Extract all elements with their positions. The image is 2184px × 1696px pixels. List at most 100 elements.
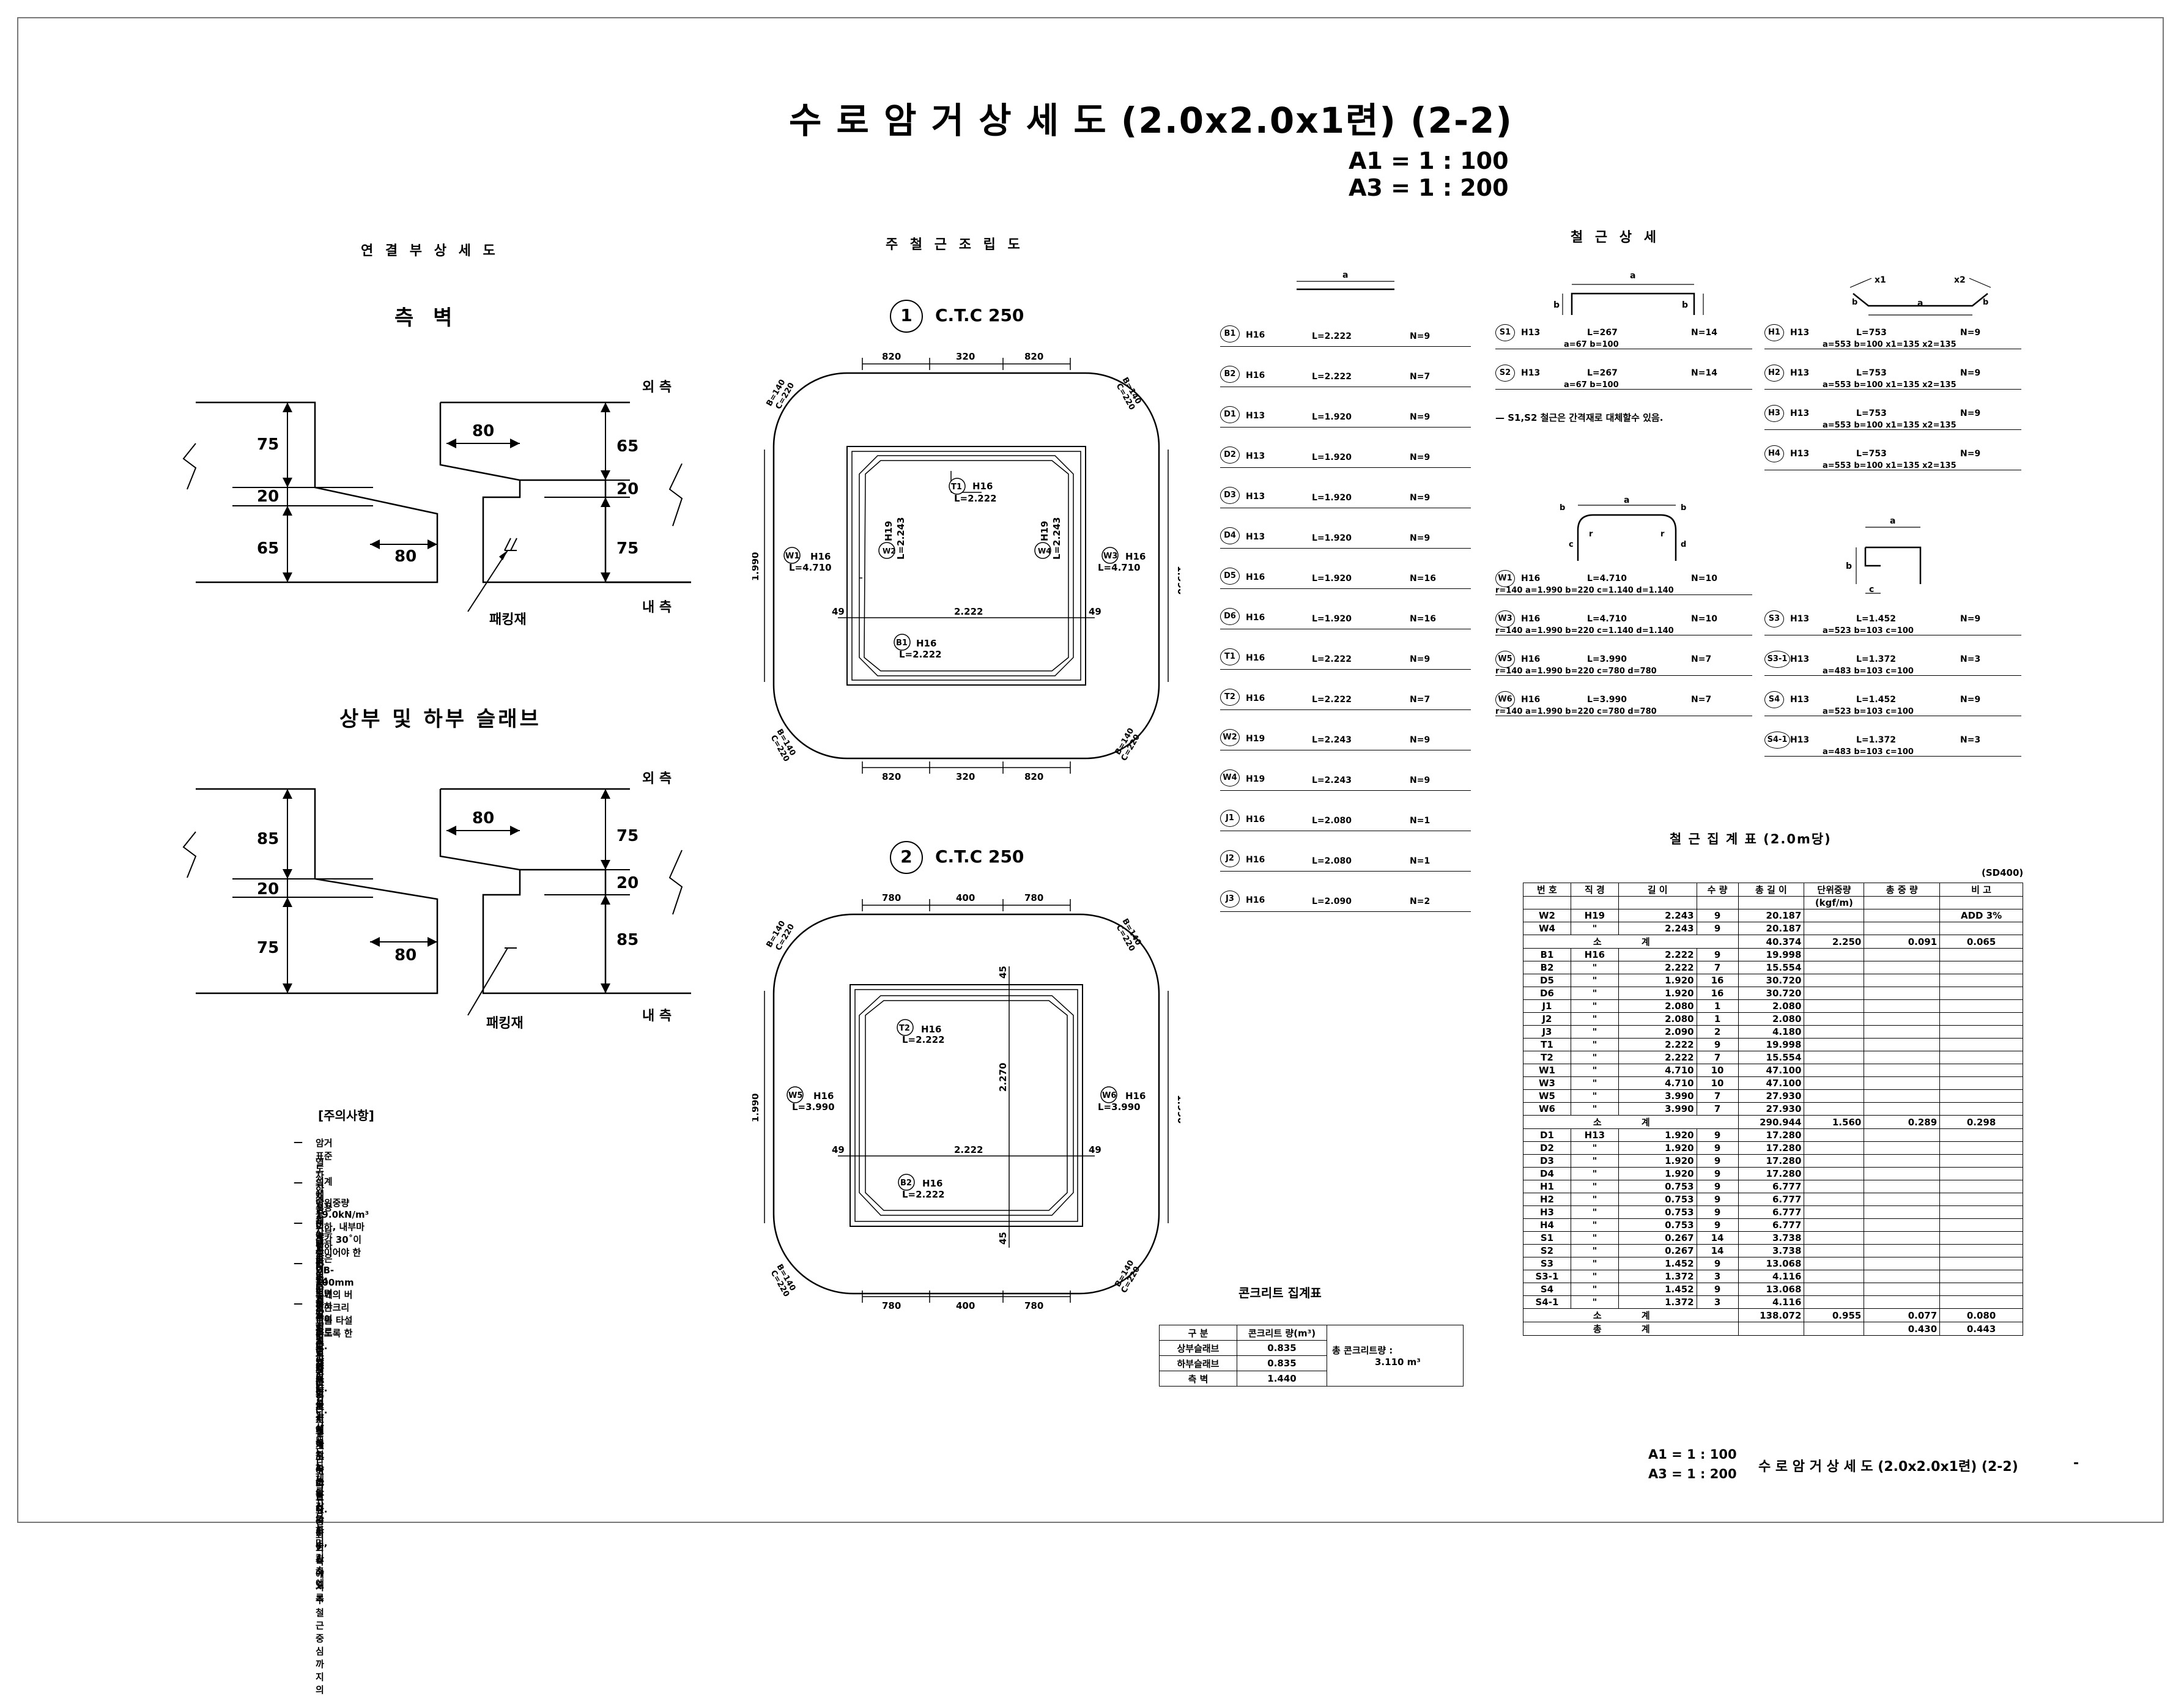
shape-s3-b: b bbox=[1846, 561, 1852, 571]
table-cell: 14 bbox=[1696, 1244, 1739, 1257]
table-cell: 30.720 bbox=[1738, 974, 1805, 987]
s3-dia: H13 bbox=[1790, 735, 1810, 745]
table-cell: 4.116 bbox=[1738, 1270, 1805, 1283]
rebar-count: N=2 bbox=[1410, 897, 1431, 906]
table-cell: 0.065 bbox=[1939, 935, 2023, 949]
table-cell: S4-1 bbox=[1523, 1295, 1571, 1309]
table-cell bbox=[1939, 1051, 2023, 1064]
h-len: L=753 bbox=[1856, 449, 1887, 459]
h-dia: H13 bbox=[1790, 409, 1810, 418]
table-cell bbox=[1864, 961, 1941, 974]
table-cell bbox=[1864, 1244, 1941, 1257]
h-sub: a=553 b=100 x1=135 x2=135 bbox=[1823, 461, 1956, 470]
table-cell: D6 bbox=[1523, 987, 1571, 1000]
rebar-mark: J1 bbox=[1220, 810, 1240, 827]
table-cell: " bbox=[1570, 1025, 1619, 1039]
table-cell: 0.753 bbox=[1618, 1218, 1697, 1232]
a1-mark-lw-dia: H16 bbox=[810, 551, 831, 562]
table-cell bbox=[1804, 1154, 1865, 1168]
rebar-count: N=7 bbox=[1410, 695, 1431, 705]
table-cell: 2.222 bbox=[1618, 1051, 1697, 1064]
table-cell: 4.180 bbox=[1738, 1025, 1805, 1039]
table-cell bbox=[1864, 1102, 1941, 1116]
note-line-5: 연약지반이나 지반조건이 상이한 구간에 설치하는 암거와 특수기초에 bbox=[316, 1218, 324, 1589]
a2-mark-lw-dia: H16 bbox=[813, 1091, 834, 1102]
table-cell: 27.930 bbox=[1738, 1102, 1805, 1116]
rebar-dia: H13 bbox=[1246, 492, 1265, 502]
assembly-1-number: 1 bbox=[890, 300, 923, 333]
drawing-title: 수 로 암 거 상 세 도 (2.0x2.0x1련) (2-2) bbox=[789, 100, 1513, 141]
a2-mark-rw-dia: H16 bbox=[1125, 1091, 1146, 1102]
shape-s-bar: a b b bbox=[1553, 271, 1704, 315]
s3-sub: a=523 b=103 c=100 bbox=[1823, 626, 1914, 635]
slab-dim-80-bottom: 80 bbox=[394, 946, 416, 965]
table-cell bbox=[1804, 961, 1865, 974]
table-cell: 9 bbox=[1696, 1128, 1739, 1142]
rebar-count: N=9 bbox=[1410, 412, 1431, 422]
table-cell: 0.753 bbox=[1618, 1205, 1697, 1219]
table-cell bbox=[1804, 1128, 1865, 1142]
table-cell bbox=[1939, 1295, 2023, 1309]
assembly-1-ctc: C.T.C 250 bbox=[935, 305, 1024, 325]
h-count: N=9 bbox=[1960, 368, 1981, 378]
table-cell: 2 bbox=[1696, 1025, 1739, 1039]
table-cell bbox=[1864, 999, 1941, 1013]
table-cell: 19.998 bbox=[1738, 948, 1805, 961]
a1-right-height: 1.990 bbox=[1175, 566, 1180, 594]
a1-mark-top-len: L=2.222 bbox=[954, 493, 997, 504]
unit-cell: (kgf/m) bbox=[1804, 896, 1865, 909]
table-cell: 0.753 bbox=[1618, 1180, 1697, 1193]
s3-mark: S3-1 bbox=[1764, 651, 1790, 668]
table-cell: 9 bbox=[1696, 1193, 1739, 1206]
w-count: N=7 bbox=[1691, 695, 1712, 705]
rebar-dia: H16 bbox=[1246, 815, 1265, 824]
main-assembly-heading: 주 철 근 조 립 도 bbox=[886, 237, 1024, 253]
header-cell: 비 고 bbox=[1939, 883, 2023, 897]
s3-count: N=9 bbox=[1960, 695, 1981, 705]
concrete-row-value: 0.835 bbox=[1237, 1355, 1327, 1371]
table-cell: 6.777 bbox=[1738, 1193, 1805, 1206]
wall-dim-20: 20 bbox=[257, 487, 279, 506]
s3-mark: S4 bbox=[1764, 691, 1784, 708]
table-cell: 9 bbox=[1696, 1038, 1739, 1051]
s-note: — S1,S2 철근은 간격재로 대체할수 있음. bbox=[1495, 412, 1664, 423]
table-cell bbox=[1804, 909, 1865, 922]
rebar-mark: B2 bbox=[1220, 366, 1240, 383]
table-cell bbox=[1939, 999, 2023, 1013]
table-cell: 2.080 bbox=[1618, 999, 1697, 1013]
wall-dim-65: 65 bbox=[257, 539, 279, 558]
concrete-total-cell: 총 콘크리트량 : 3.110 m³ bbox=[1327, 1325, 1464, 1387]
table-cell: 10 bbox=[1696, 1076, 1739, 1090]
rebar-mark: D5 bbox=[1220, 568, 1240, 585]
table-cell bbox=[1939, 961, 2023, 974]
shape-h-bar: a x1 x2 b b bbox=[1849, 275, 1991, 316]
header-cell: 직 경 bbox=[1570, 883, 1619, 897]
concrete-row-value: 0.835 bbox=[1237, 1340, 1327, 1356]
slab-dim-85: 85 bbox=[257, 830, 279, 848]
table-cell: 10 bbox=[1696, 1064, 1739, 1077]
table-cell: 소 계 bbox=[1523, 1308, 1739, 1322]
table-cell bbox=[1804, 1193, 1865, 1206]
s-mark: S2 bbox=[1495, 365, 1515, 382]
table-cell: 0.077 bbox=[1864, 1308, 1941, 1322]
header-cell: 단위중량 bbox=[1804, 883, 1865, 897]
w-count: N=10 bbox=[1691, 614, 1717, 624]
w-count: N=10 bbox=[1691, 574, 1717, 583]
s3-len: L=1.372 bbox=[1856, 735, 1896, 745]
a2-top-dim-1: 780 bbox=[882, 893, 901, 903]
table-cell bbox=[1804, 1076, 1865, 1090]
footer-title: 수 로 암 거 상 세 도 (2.0x2.0x1련) (2-2) bbox=[1758, 1459, 2018, 1475]
table-cell: 소 계 bbox=[1523, 1115, 1739, 1129]
table-cell: 2.222 bbox=[1618, 948, 1697, 961]
slab-label: 상부 및 하부 슬래브 bbox=[339, 707, 541, 731]
table-cell: T2 bbox=[1523, 1051, 1571, 1064]
